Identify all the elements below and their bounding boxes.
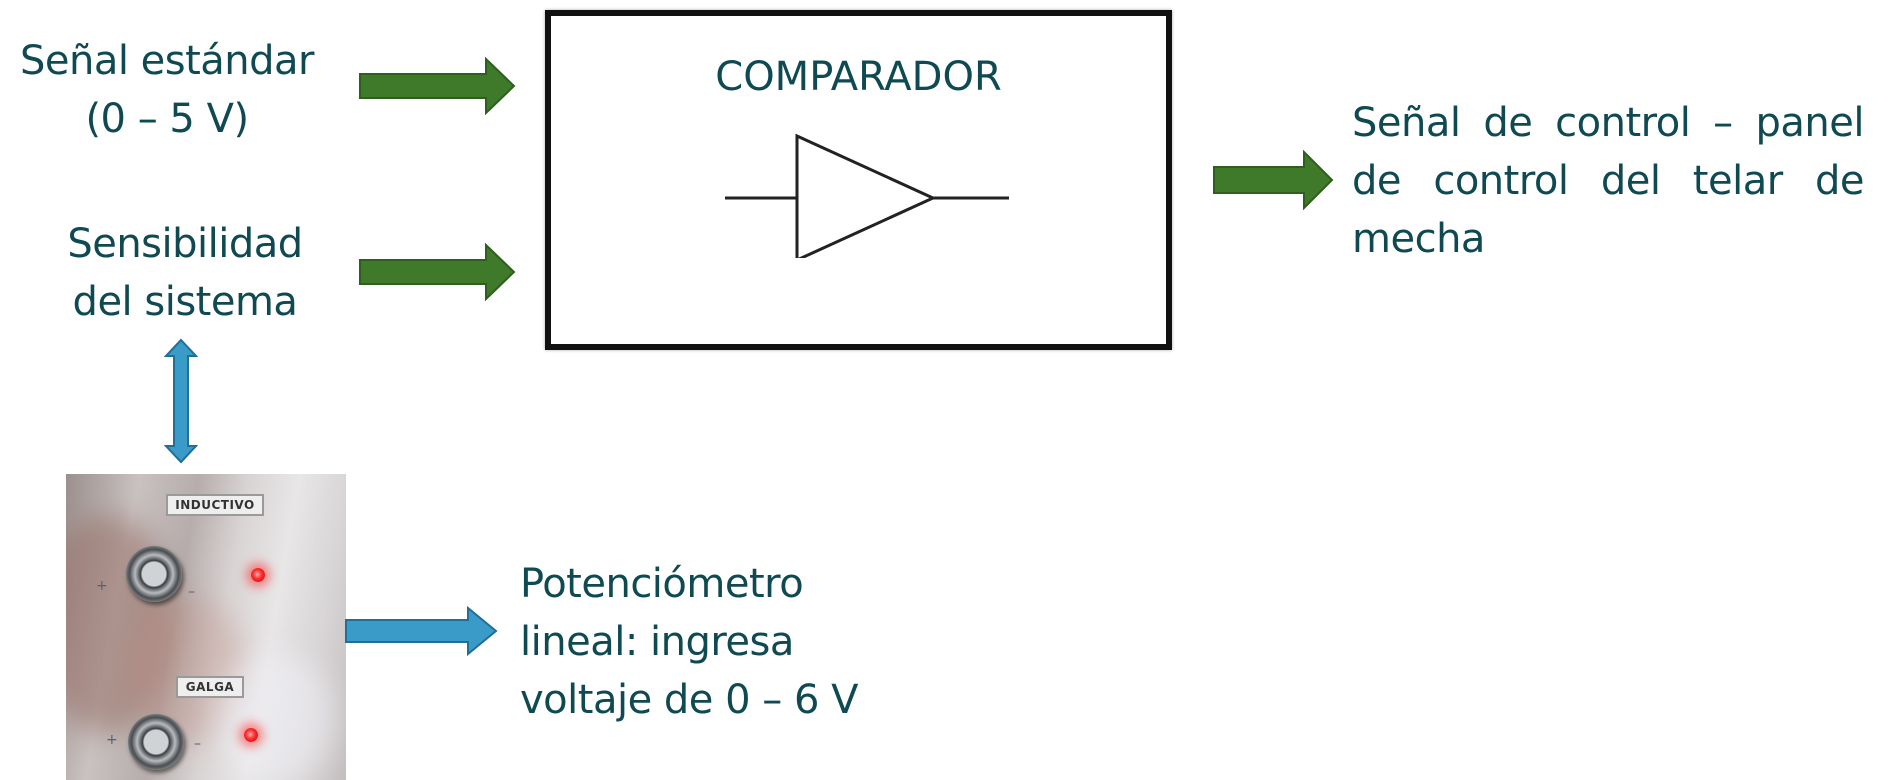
system-sensitivity-label: Sensibilidad del sistema (40, 215, 330, 331)
inductive-plus-mark: + (96, 578, 108, 594)
gauge-minus-mark: – (194, 736, 201, 752)
standard-signal-arrow-icon (359, 57, 516, 115)
sensitivity-arrow-icon (359, 243, 516, 301)
control-signal-arrow-icon (1213, 150, 1334, 210)
standard-signal-label: Señal estándar (0 – 5 V) (12, 32, 322, 148)
comparator-title: COMPARADOR (715, 54, 1002, 100)
standard-signal-label-line-2: (0 – 5 V) (85, 96, 249, 142)
potentiometer-arrow-icon (345, 606, 498, 656)
inductive-led-icon (251, 568, 265, 582)
comparator-block: COMPARADOR (545, 10, 1172, 350)
control-signal-label-line-2: de control del telar de (1352, 158, 1865, 204)
gauge-plus-mark: + (106, 732, 118, 748)
sensitivity-double-arrow-icon (164, 338, 198, 464)
gauge-knob-icon (128, 714, 184, 770)
potentiometer-label-line-2: lineal: ingresa (520, 619, 794, 665)
control-signal-label-line-1: Señal de control – panel (1352, 100, 1865, 146)
system-sensitivity-label-line-2: del sistema (72, 279, 298, 325)
inductive-knob-icon (126, 546, 182, 602)
potentiometer-panel-photo: INDUCTIVO + – GALGA + – (66, 474, 346, 780)
gauge-tag: GALGA (176, 676, 244, 698)
standard-signal-label-line-1: Señal estándar (19, 38, 315, 84)
potentiometer-label: Potenciómetro lineal: ingresa voltaje de… (520, 555, 940, 729)
potentiometer-label-line-1: Potenciómetro (520, 561, 804, 607)
system-sensitivity-label-line-1: Sensibilidad (67, 221, 303, 267)
control-signal-label: Señal de control – panel de control del … (1352, 94, 1865, 268)
op-amp-triangle-icon (725, 133, 1009, 258)
potentiometer-label-line-3: voltaje de 0 – 6 V (520, 677, 859, 723)
gauge-led-icon (244, 728, 258, 742)
inductive-minus-mark: – (188, 584, 195, 600)
inductive-tag: INDUCTIVO (166, 494, 264, 516)
control-signal-label-line-3: mecha (1352, 216, 1485, 262)
